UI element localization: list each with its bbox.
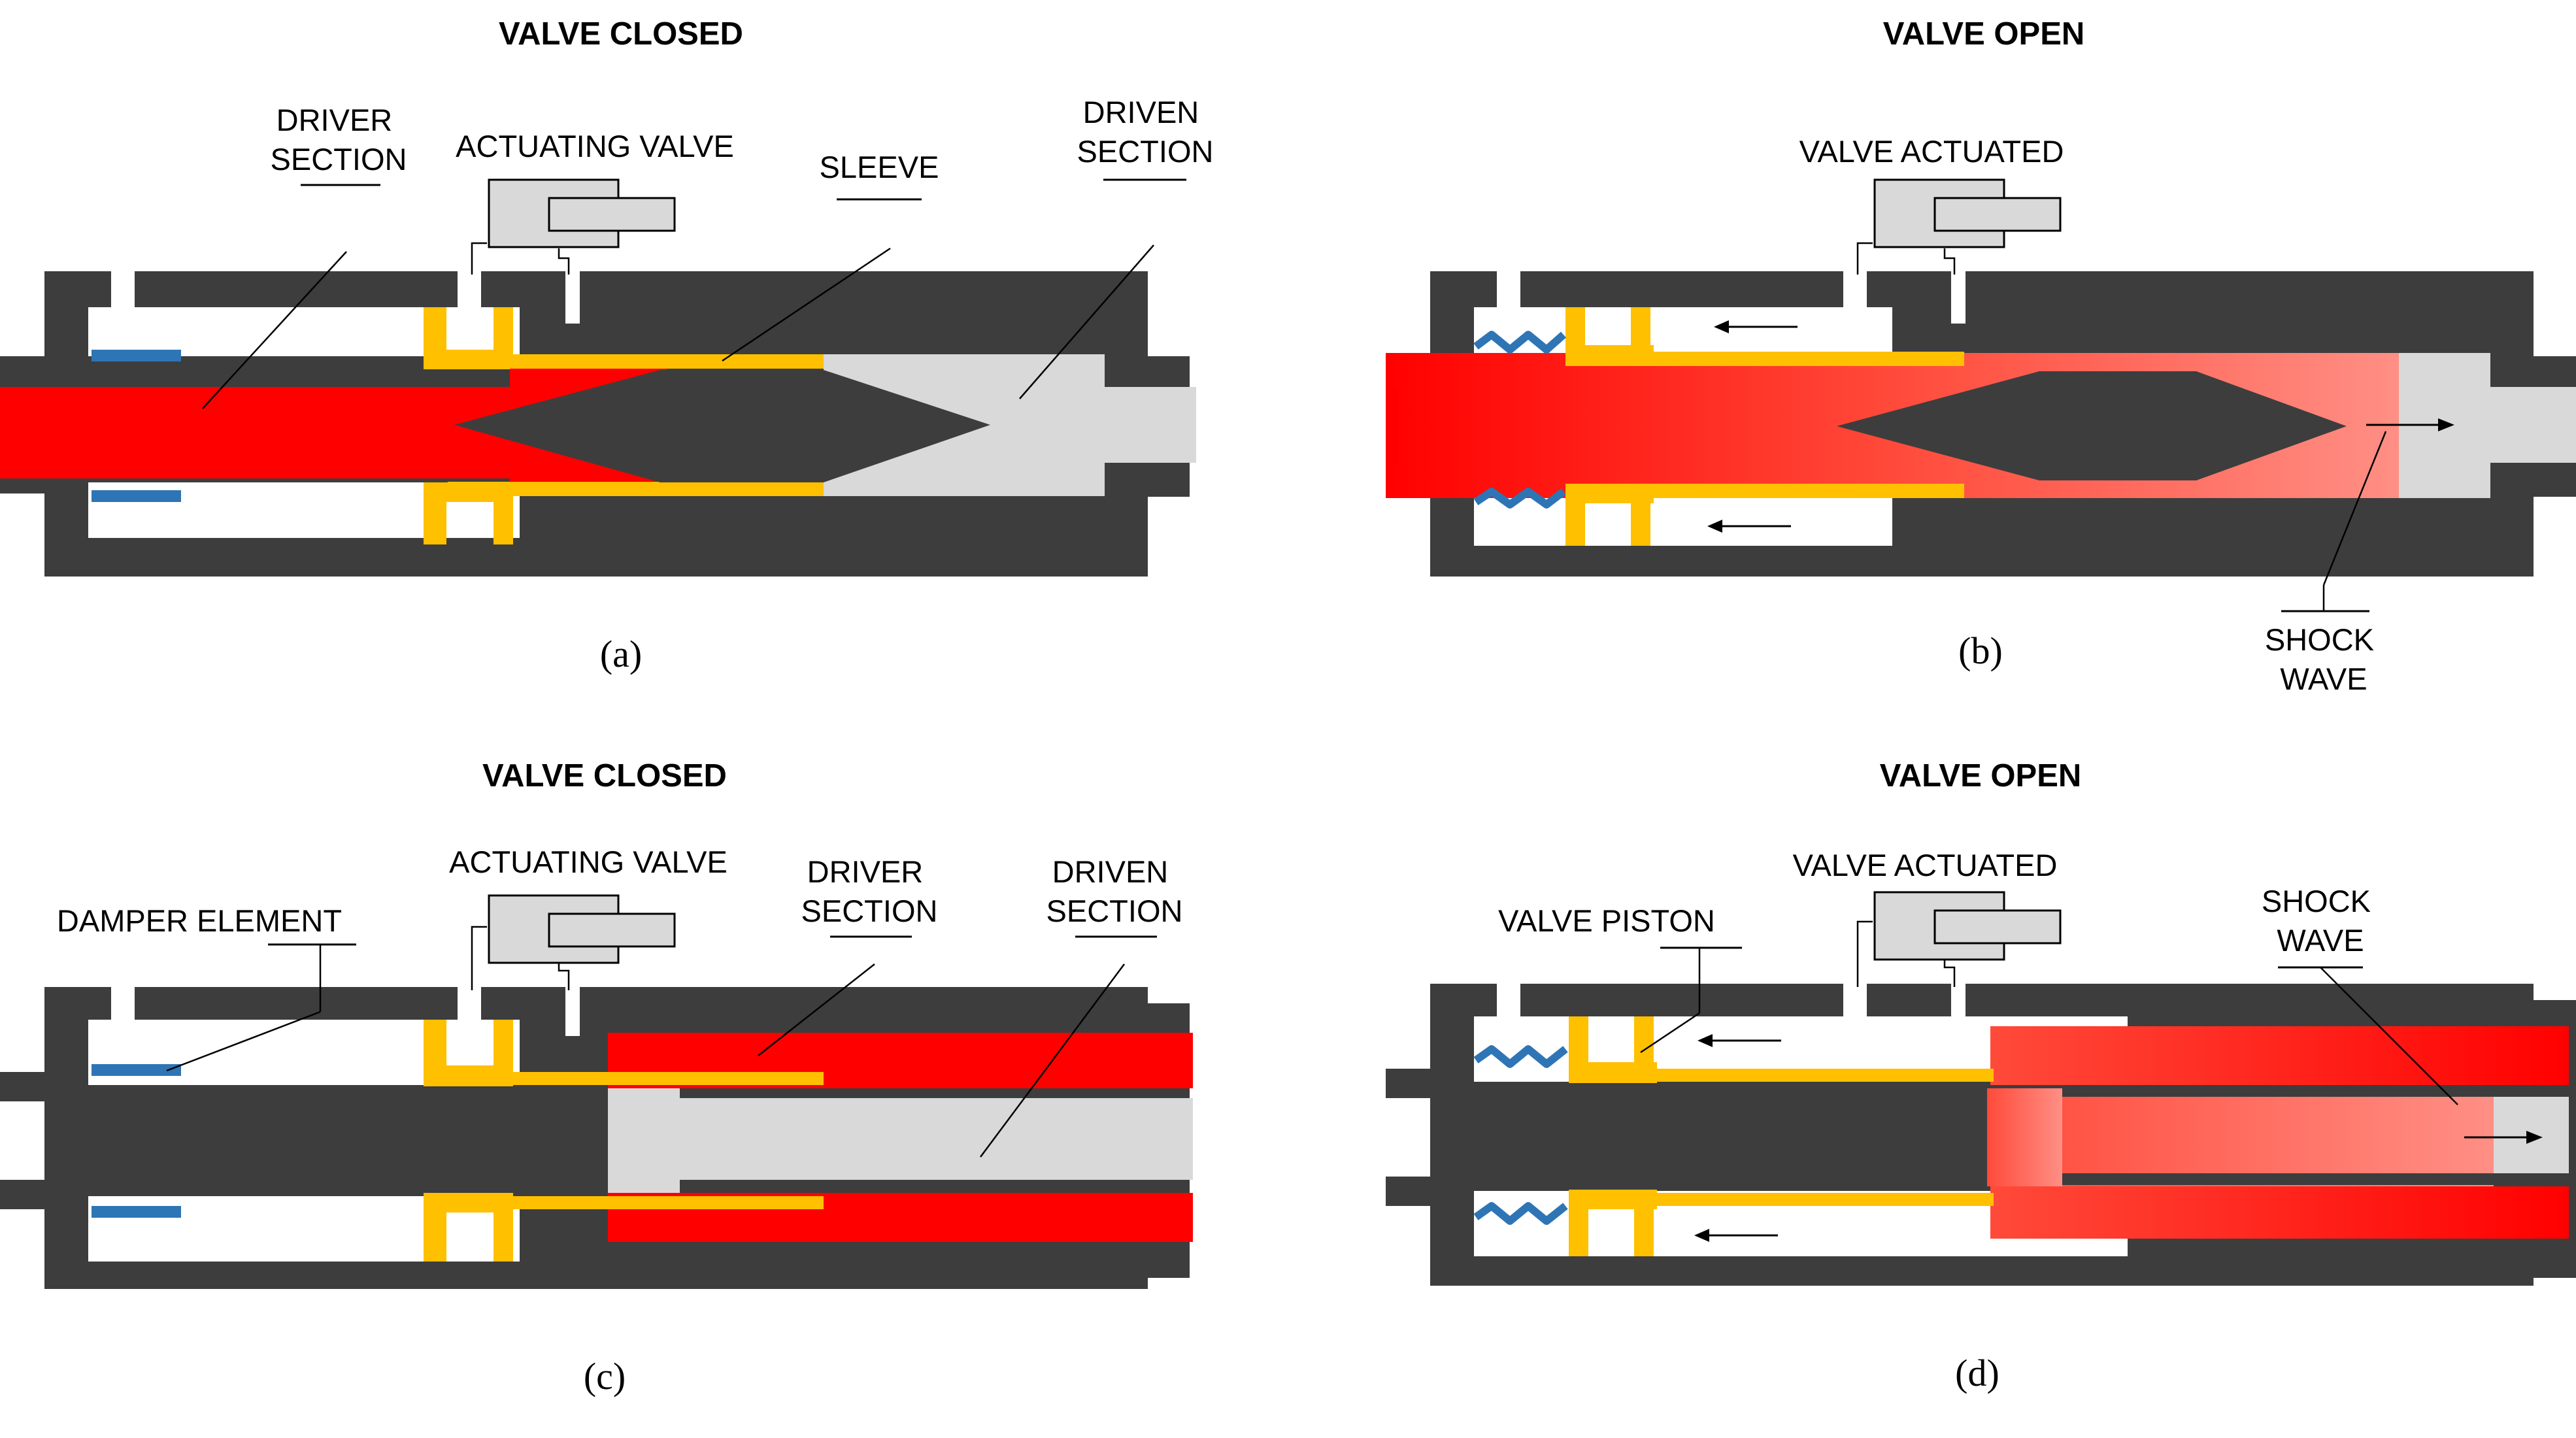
annular-chamber <box>88 271 580 538</box>
damper-spring <box>1473 1045 1568 1068</box>
label-driven-section: DRIVEN SECTION <box>1077 95 1214 169</box>
shock-direction-arrow <box>2464 1131 2543 1144</box>
piston-motion-arrow <box>1698 1034 1781 1047</box>
panel-c-title: VALVE CLOSED <box>482 758 727 794</box>
valve-piston <box>424 307 824 544</box>
label-actuating-valve: ACTUATING VALVE <box>456 129 734 163</box>
central-rod <box>1438 1085 2059 1183</box>
central-rod <box>2059 1085 2569 1097</box>
panel-a: VALVE CLOSED <box>0 16 1213 675</box>
panel-d: VALVE OPEN <box>1386 758 2576 1394</box>
shock-direction-arrow <box>2366 418 2454 431</box>
label-actuating-valve: ACTUATING VALVE <box>449 844 728 879</box>
driver-gas-expanding <box>1990 1088 2494 1186</box>
damper-spring <box>1473 1202 1568 1225</box>
piston-motion-arrow <box>1707 520 1791 533</box>
panel-c: VALVE CLOSED <box>0 758 1193 1397</box>
label-valve-actuated: VALVE ACTUATED <box>1799 134 2064 169</box>
label-driver-section: DRIVER SECTION <box>801 854 938 928</box>
valve-plug <box>1837 371 2347 480</box>
label-shock-wave: SHOCK WAVE <box>2265 622 2383 696</box>
label-driven-section: DRIVEN SECTION <box>1046 854 1183 928</box>
valve-plug <box>454 370 990 482</box>
valve-piston <box>1569 1016 1994 1256</box>
actuating-valve <box>471 178 676 275</box>
driver-gas-expanding <box>1990 1026 2569 1088</box>
piston-motion-arrow <box>1714 320 1798 333</box>
central-rod <box>2059 1173 2569 1185</box>
label-damper-element: DAMPER ELEMENT <box>57 903 342 938</box>
panel-d-title: VALVE OPEN <box>1880 758 2082 794</box>
label-valve-piston: VALVE PISTON <box>1498 903 1715 938</box>
driven-section-gas <box>608 1088 1193 1193</box>
damper-spring <box>1473 331 1566 354</box>
driver-gas-expanding <box>1990 1186 2569 1239</box>
driven-section-gas <box>824 354 1196 496</box>
piston-motion-arrow <box>1694 1229 1778 1242</box>
driven-section-gas <box>2399 353 2576 498</box>
label-shock-wave: SHOCK WAVE <box>2262 884 2379 958</box>
actuating-valve <box>1856 178 2062 275</box>
damper-element <box>92 490 181 502</box>
valve-piston <box>1565 307 1964 546</box>
caption-d: (d) <box>1955 1352 1999 1394</box>
valve-piston <box>424 1020 824 1262</box>
panel-a-title: VALVE CLOSED <box>499 16 743 52</box>
caption-a: (a) <box>600 633 642 675</box>
damper-element <box>92 1206 181 1218</box>
label-sleeve: SLEEVE <box>820 150 939 184</box>
panel-b-title: VALVE OPEN <box>1883 16 2085 52</box>
damper-element <box>92 350 181 361</box>
damper-spring <box>1473 488 1566 509</box>
actuating-valve <box>1856 891 2062 987</box>
panel-b: VALVE OPEN <box>1386 16 2576 696</box>
damper-element <box>92 1064 181 1076</box>
label-valve-actuated: VALVE ACTUATED <box>1793 848 2058 882</box>
caption-c: (c) <box>584 1355 626 1397</box>
caption-b: (b) <box>1958 629 2003 672</box>
label-driver-section: DRIVER SECTION <box>271 103 407 176</box>
actuating-valve <box>471 894 676 990</box>
